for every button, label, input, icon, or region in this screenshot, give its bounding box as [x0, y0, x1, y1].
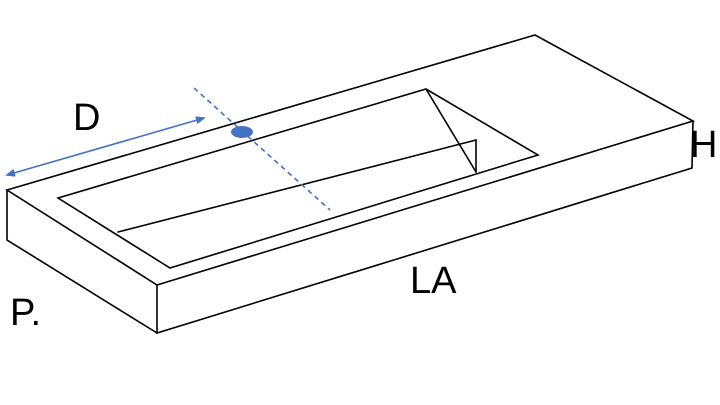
basin-rim — [56, 88, 540, 269]
slab-front-face — [156, 120, 694, 335]
basin-inner-back-corner — [425, 88, 477, 173]
depth-dimension-arrow — [5, 116, 206, 177]
tap-hole — [231, 126, 253, 138]
depth-label: D — [73, 97, 100, 139]
p-label: P. — [10, 292, 41, 334]
slab-top-face — [5, 34, 696, 286]
length-label: LA — [410, 260, 457, 302]
slab-left-face — [6, 189, 158, 334]
tap-centre-line — [193, 87, 331, 211]
basin-inner-bottom — [117, 139, 477, 233]
height-label: H — [690, 124, 717, 166]
